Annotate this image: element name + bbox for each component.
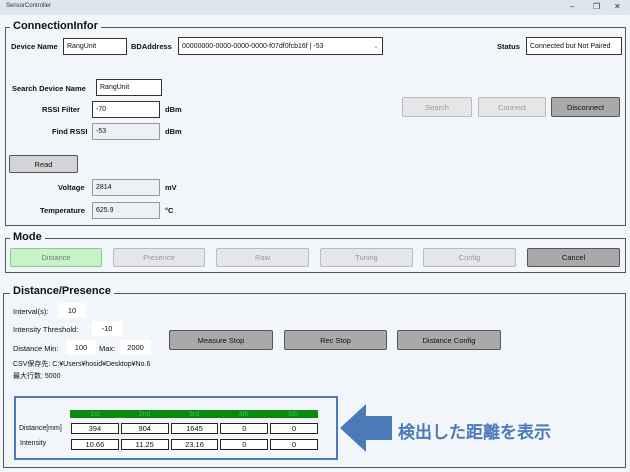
title-bar [0,0,630,15]
mode-config-button[interactable]: Config [423,248,516,267]
find-rssi-unit: dBm [165,127,182,136]
status-label: Status [497,42,520,51]
mode-raw-button[interactable]: Raw [216,248,309,267]
header-3rd: 3rd [169,410,219,418]
distance-1: 394 [71,423,119,434]
intensity-2: 11.25 [120,439,169,450]
distance-2: 904 [120,423,169,434]
max-rows: 最大行数: 5000 [13,373,61,380]
distance-max-input[interactable]: 2000 [120,340,151,355]
threshold-input[interactable]: -10 [92,321,122,336]
arrow-left-icon [340,404,392,452]
disconnect-button[interactable]: Disconnect [551,97,620,117]
find-rssi-label: Find RSSI [52,127,88,136]
temperature-unit: °C [165,206,174,215]
mode-distance-button[interactable]: Distance [10,248,102,267]
threshold-label: Intensity Threshold: [13,325,79,334]
interval-label: Interval(s): [13,307,49,316]
intensity-row-label: Intensity [20,440,47,447]
cancel-button[interactable]: Cancel [527,248,620,267]
distance-min-label: Distance Min: [13,344,59,353]
results-highlight-box [14,396,338,460]
search-button[interactable]: Search [402,97,472,117]
distance-5: 0 [270,423,318,434]
table-row: 10.66 11.25 23.16 0 0 [71,439,318,450]
rssi-filter-input[interactable]: -70 [92,101,160,118]
results-header: 1st 2nd 3rd 4th 5th [70,410,318,418]
rec-stop-button[interactable]: Rec Stop [284,330,387,350]
header-4th: 4th [218,410,269,418]
restore-button[interactable]: ❐ [593,2,601,11]
bdaddress-label: BDAddress [131,42,172,51]
read-button[interactable]: Read [9,155,78,173]
device-name-field[interactable]: RangUnit [63,38,127,55]
voltage-unit: mV [165,183,177,192]
distance-config-button[interactable]: Distance Config [397,330,501,350]
voltage-label: Voltage [58,183,85,192]
connection-legend: ConnectionInfor [10,20,101,32]
status-field: Connected but Not Paired [526,37,622,55]
distance-presence-group [3,293,626,468]
rssi-filter-label: RSSI Filter [42,105,80,114]
find-rssi-field: -53 [92,123,160,140]
distance-max-label: Max: [99,344,116,353]
distance-3: 1645 [170,423,219,434]
distance-row-label: Distance[mm] [19,425,62,432]
header-1st: 1st [70,410,120,418]
intensity-1: 10.66 [71,439,119,450]
mode-group [5,238,626,273]
interval-input[interactable]: 10 [58,303,86,318]
intensity-4: 0 [220,439,269,450]
search-name-label: Search Device Name [12,84,86,93]
minimize-button[interactable]: – [570,2,575,11]
chevron-down-icon: ⌄ [373,43,379,50]
distance-presence-legend: Distance/Presence [10,285,114,297]
voltage-field: 2814 [92,179,160,196]
mode-legend: Mode [10,231,45,243]
temperature-field: 625.9 [92,202,160,219]
table-row: 394 904 1645 0 0 [71,423,318,434]
rssi-unit: dBm [165,105,182,114]
measure-stop-button[interactable]: Measure Stop [169,330,273,350]
distance-4: 0 [220,423,269,434]
temperature-label: Temperature [40,206,85,215]
distance-min-input[interactable]: 100 [66,340,96,355]
header-2nd: 2nd [119,410,170,418]
close-button[interactable]: ✕ [614,2,621,11]
mode-tuning-button[interactable]: Tuning [320,248,413,267]
csv-path: CSV保存先: C:¥Users¥hosid¥Desktop¥No.6 [13,361,151,368]
window-title: SensorController [6,3,52,9]
intensity-3: 23.16 [170,439,219,450]
intensity-5: 0 [270,439,318,450]
connection-group [5,27,626,226]
bdaddress-dropdown[interactable]: 00000000-0000-0000-0000-f07df0fcb16f | -… [178,37,383,55]
connect-button[interactable]: Connect [478,97,546,117]
annotation-text: 検出した距離を表示 [398,423,551,443]
header-5th: 5th [268,410,318,418]
search-name-input[interactable]: RangUnit [96,79,162,96]
device-name-label: Device Name [11,42,58,51]
bdaddress-value: 00000000-0000-0000-0000-f07df0fcb16f | -… [182,42,324,50]
mode-presence-button[interactable]: Presence [113,248,205,267]
